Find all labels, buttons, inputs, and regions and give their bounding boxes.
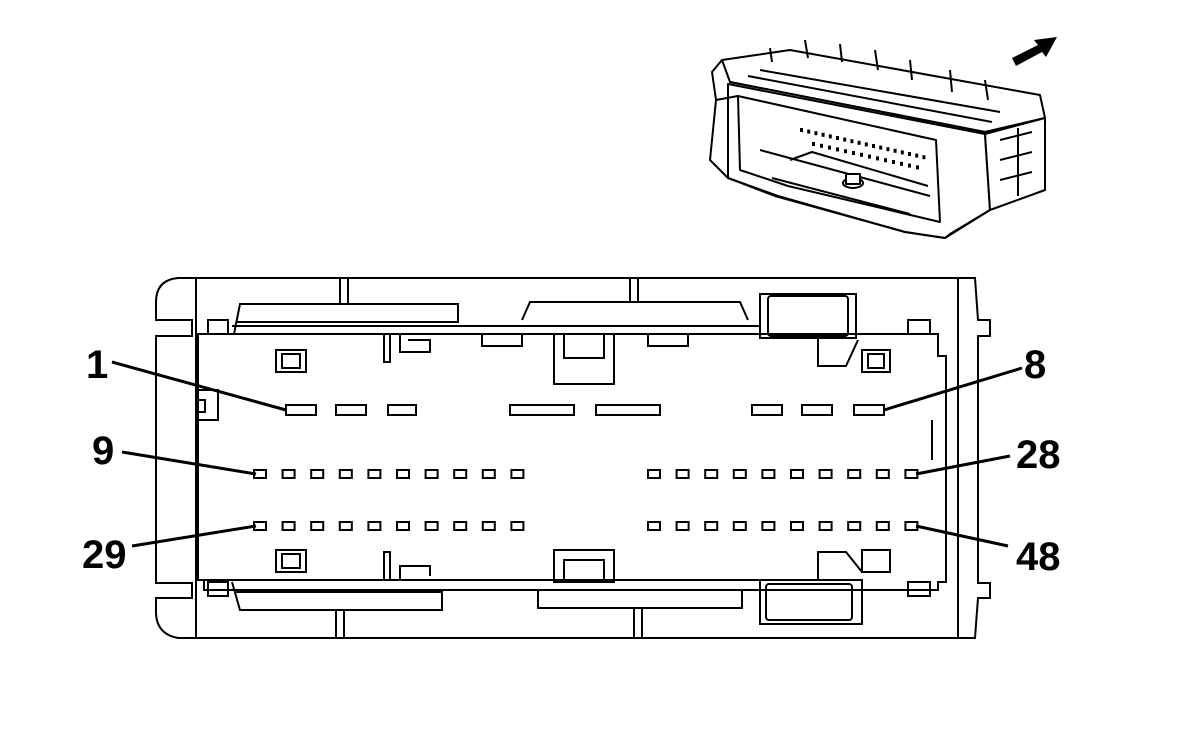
pin-dot — [820, 143, 823, 148]
pin-cavity — [647, 521, 661, 531]
pin-cavity — [285, 404, 317, 416]
pin-cavity — [732, 521, 747, 531]
pin-dot — [836, 147, 839, 152]
pin-cavity — [875, 521, 890, 531]
connector-face-view — [155, 277, 991, 639]
pin-dot — [908, 163, 911, 168]
pin-cavity — [875, 469, 890, 479]
connector-3d-view — [709, 39, 1046, 239]
pin-dot — [821, 132, 825, 137]
pin-cavity — [281, 469, 296, 479]
pin-cavity — [510, 469, 525, 479]
pin-cavity — [818, 469, 833, 479]
pin-dot — [852, 151, 855, 155]
pin-cavity — [367, 469, 382, 479]
pin-cavity — [387, 404, 417, 416]
pin-dot — [850, 139, 854, 144]
pin-label-48: 48 — [1016, 535, 1061, 579]
pin-cavity — [751, 404, 783, 416]
pin-cavity — [396, 521, 410, 531]
pin-cavity — [704, 521, 719, 531]
pin-cavity — [509, 404, 575, 416]
pin-dot — [915, 153, 919, 158]
pin-cavity — [310, 521, 325, 531]
leader-lines — [111, 360, 1023, 548]
pin-dot — [900, 161, 903, 166]
pin-cavity — [367, 521, 382, 531]
pin-dot — [922, 155, 926, 160]
pin-dot — [857, 140, 861, 145]
pin-cavity — [847, 521, 862, 531]
pin-cavity — [675, 469, 690, 479]
pin-cavity — [310, 469, 325, 479]
pin-cavity — [790, 469, 804, 479]
pin-dot — [860, 152, 863, 157]
pin-cavity — [818, 521, 833, 531]
pin-cavity — [904, 469, 919, 479]
pin-cavity — [481, 521, 496, 531]
pin-dot — [893, 148, 897, 153]
pin-label-1: 1 — [86, 343, 108, 387]
pin-cavity — [453, 469, 468, 479]
pin-dot — [843, 137, 847, 142]
pin-dot — [814, 131, 818, 136]
pin-cavity — [424, 521, 439, 531]
pin-dot — [884, 158, 887, 163]
pin-dot — [900, 150, 904, 155]
pin-cavity — [338, 521, 353, 531]
pin-dot — [892, 160, 895, 164]
pin-cavity — [761, 521, 776, 531]
pin-dot — [864, 142, 868, 147]
pin-cavities — [253, 404, 919, 531]
pin-cavity — [481, 469, 496, 479]
pin-cavity — [761, 469, 776, 479]
arrow-up-right-icon — [1012, 37, 1057, 66]
pin-dot — [828, 134, 832, 139]
pin-dot — [886, 147, 890, 152]
pin-cavity — [424, 469, 439, 479]
pin-dot — [812, 142, 815, 146]
pin-dot — [828, 145, 831, 150]
pin-dot — [868, 154, 871, 159]
pin-label-9: 9 — [92, 429, 114, 473]
pin-cavity — [396, 469, 410, 479]
pin-dot — [876, 156, 879, 161]
pin-cavity — [853, 404, 885, 416]
pin-dot — [836, 136, 839, 140]
pin-cavity — [704, 469, 719, 479]
pin-cavity — [335, 404, 367, 416]
pin-cavity — [281, 521, 296, 531]
pin-cavity — [801, 404, 833, 416]
pin-cavity — [595, 404, 661, 416]
pin-cavity — [453, 521, 468, 531]
pin-cavity — [510, 521, 525, 531]
pin-dot — [916, 165, 919, 170]
pin-cavity — [790, 521, 804, 531]
pin-dot — [879, 145, 883, 150]
pin-cavity — [847, 469, 862, 479]
pin-cavity — [675, 521, 690, 531]
pin-label-8: 8 — [1024, 343, 1046, 387]
pin-cavity — [338, 469, 353, 479]
pin-dot — [872, 144, 875, 148]
pin-dot — [807, 129, 811, 134]
pin-dot — [800, 128, 803, 132]
pin-cavity — [732, 469, 747, 479]
pin-dot — [844, 149, 847, 154]
pin-label-28: 28 — [1016, 433, 1061, 477]
pin-cavity — [904, 521, 919, 531]
pin-dot — [908, 152, 911, 156]
pin-cavity — [647, 469, 661, 479]
pin-label-29: 29 — [82, 533, 127, 577]
